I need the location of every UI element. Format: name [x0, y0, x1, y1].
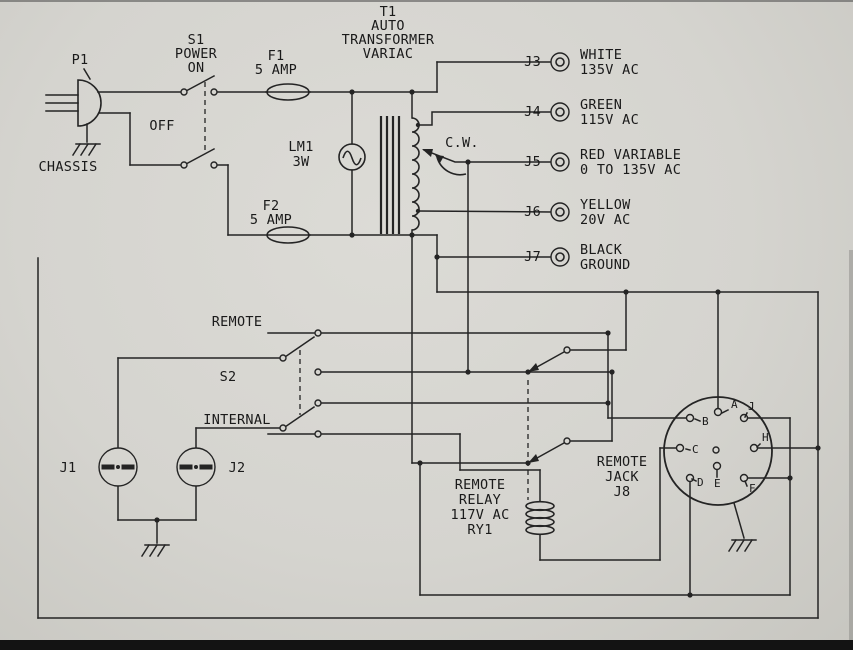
fuse-f1: F1 5 AMP: [255, 48, 310, 101]
lm1-id: LM1: [288, 139, 313, 155]
t1-name-2: TRANSFORMER: [342, 32, 435, 48]
variac-t1: T1 AUTO TRANSFORMER VARIAC C.W.: [342, 4, 479, 234]
relay-ry1: REMOTE RELAY 117V AC RY1: [451, 346, 571, 538]
plug-label: P1: [72, 52, 89, 68]
wiring: [37, 61, 819, 619]
fuse-f2: F2 5 AMP: [250, 198, 310, 244]
j4-id: J4: [524, 104, 541, 120]
output-jack-j3: J3 WHITE 135V AC: [524, 47, 639, 78]
f1-rating: 5 AMP: [255, 62, 297, 78]
switch-s1: S1 POWER ON OFF: [149, 32, 218, 169]
relay-label-2: RELAY: [459, 492, 501, 508]
f2-id: F2: [263, 198, 280, 214]
j8-pin-a: A: [731, 398, 738, 411]
output-jack-j7: J7 BLACK GROUND: [524, 242, 630, 273]
s1-label-off: OFF: [149, 118, 174, 134]
junction-dots: [154, 89, 821, 598]
j8-pin-f: F: [749, 482, 756, 495]
j3-color: WHITE: [580, 47, 622, 63]
j7-id: J7: [524, 249, 541, 265]
t1-name-3: VARIAC: [363, 46, 414, 62]
j3-id: J3: [524, 54, 541, 70]
j6-voltage: 20V AC: [580, 212, 631, 228]
f2-rating: 5 AMP: [250, 212, 292, 228]
output-jack-j6: J6 YELLOW 20V AC: [524, 197, 631, 228]
input-jack-j1: J1: [60, 447, 138, 487]
s1-label-on: ON: [188, 60, 205, 76]
j5-voltage: 0 TO 135V AC: [580, 162, 681, 178]
plug-p1: P1: [45, 52, 102, 127]
wiper-arrow: [422, 149, 433, 157]
j8-label-3: J8: [614, 484, 631, 500]
j5-color: RED VARIABLE: [580, 147, 681, 163]
lm1-rating: 3W: [293, 154, 310, 170]
relay-label-3: 117V AC: [451, 507, 510, 523]
j2-id: J2: [229, 460, 246, 476]
s2-remote-label: REMOTE: [212, 314, 263, 330]
switch-s2: REMOTE S2 INTERNAL: [203, 314, 322, 438]
s2-id: S2: [220, 369, 237, 385]
j3-voltage: 135V AC: [580, 62, 639, 78]
j6-color: YELLOW: [580, 197, 631, 213]
j5-id: J5: [524, 154, 541, 170]
output-jack-j5: J5 RED VARIABLE 0 TO 135V AC: [524, 147, 681, 178]
chassis-label: CHASSIS: [39, 159, 98, 175]
j8-pin-d: D: [697, 476, 704, 489]
j1-j2-ground: [141, 544, 170, 557]
j6-id: J6: [524, 204, 541, 220]
j8-pin-c: C: [692, 443, 699, 456]
chassis-ground: CHASSIS: [39, 143, 101, 175]
j7-voltage: GROUND: [580, 257, 631, 273]
j1-id: J1: [60, 460, 77, 476]
j8-pin-e: E: [714, 477, 721, 490]
j8-label-1: REMOTE: [597, 454, 648, 470]
relay-label-1: REMOTE: [455, 477, 506, 493]
j8-ground: [728, 539, 757, 552]
t1-id: T1: [380, 4, 397, 20]
j8-pin-j: J: [748, 400, 755, 413]
t1-name-1: AUTO: [371, 18, 405, 34]
s1-id: S1: [188, 32, 205, 48]
remote-jack-j8: A B C D E F H J REMOTE JACK J8: [597, 396, 773, 552]
pilot-lamp-lm1: LM1 3W: [288, 139, 366, 171]
s1-label-power: POWER: [175, 46, 218, 62]
j7-color: BLACK: [580, 242, 623, 258]
s2-internal-label: INTERNAL: [203, 412, 270, 428]
j8-pin-b: B: [702, 415, 709, 428]
j4-color: GREEN: [580, 97, 622, 113]
c-w-rotation-arrow: [436, 156, 467, 176]
f1-id: F1: [268, 48, 285, 64]
output-jack-j4: J4 GREEN 115V AC: [524, 97, 639, 128]
relay-label-4: RY1: [467, 522, 492, 538]
j4-voltage: 115V AC: [580, 112, 639, 128]
cw-label: C.W.: [445, 135, 479, 151]
input-jack-j2: J2: [176, 447, 246, 487]
j8-pin-h: H: [762, 431, 769, 444]
j8-label-2: JACK: [605, 469, 639, 485]
